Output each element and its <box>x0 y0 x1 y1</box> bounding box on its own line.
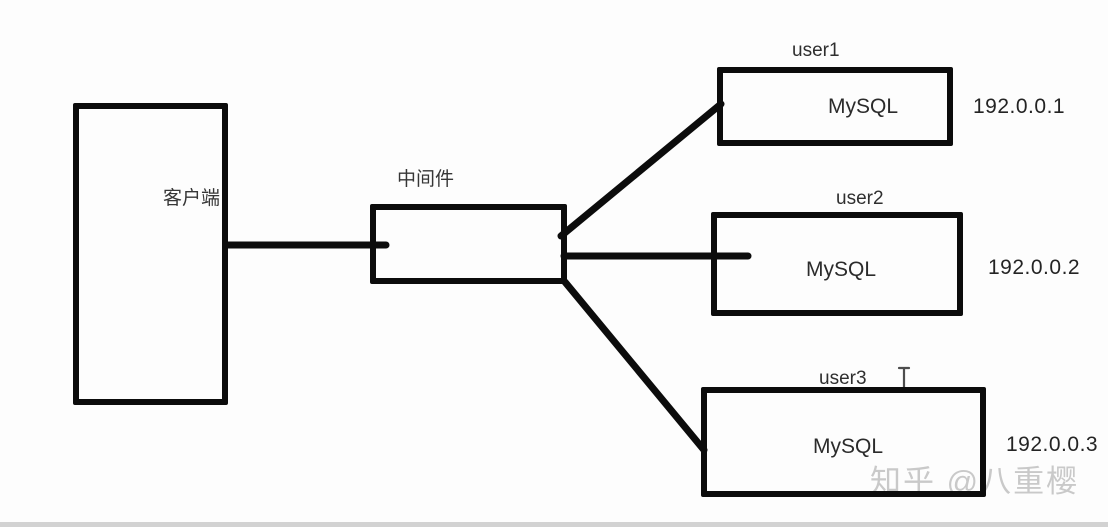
server-name-user2: user2 <box>836 188 884 209</box>
ip-label-user3: 192.0.0.3 <box>1006 433 1099 456</box>
middleware-label: 中间件 <box>397 169 455 190</box>
server-name-user1: user1 <box>792 40 840 61</box>
middleware-box <box>370 204 567 284</box>
server-box-user2 <box>711 212 963 316</box>
mysql-label-user1: MySQL <box>828 95 899 118</box>
bottom-bar <box>0 522 1108 527</box>
client-box <box>73 103 228 405</box>
ip-label-user1: 192.0.0.1 <box>973 95 1066 118</box>
ip-label-user2: 192.0.0.2 <box>988 256 1081 279</box>
client-label: 客户端 <box>163 188 221 209</box>
edge-middleware-user3 <box>561 278 708 454</box>
server-name-user3: user3 <box>819 368 867 389</box>
edge-middleware-user1 <box>557 100 725 240</box>
mysql-label-user2: MySQL <box>806 258 877 281</box>
mysql-label-user3: MySQL <box>813 435 884 458</box>
